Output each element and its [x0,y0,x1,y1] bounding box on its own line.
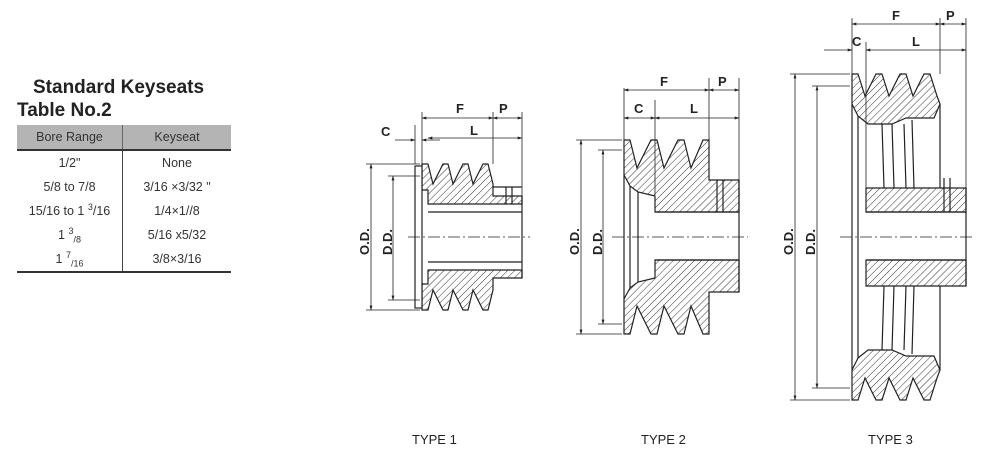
bore-cell: 1 3/8 [17,223,123,247]
type-2-label: TYPE 2 [641,432,686,447]
dim-f-label: F [660,74,668,89]
table-header-row: Bore Range Keyseat [17,125,231,151]
dim-c-label: C [634,101,644,116]
bore-cell: 1 7/16 [17,247,123,273]
type-2-dim-labels: F P C L O.D. D.D. [567,74,727,255]
pulley-type-3 [790,18,975,401]
type-1-label: TYPE 1 [412,432,457,447]
type-1-dim-labels: F P L C O.D. D.D. [357,101,508,255]
dim-c-label: C [852,34,862,49]
pulley-type-2 [576,78,748,335]
type-3-dim-labels: F P C L O.D. D.D. [781,8,955,255]
table-row: 1 3/8 5/16 x5/32 [17,223,231,247]
table-row: 1 7/16 3/8×3/16 [17,247,231,273]
dim-l-label: L [470,123,478,138]
keyseat-cell: None [162,156,192,170]
keyseat-table: Bore Range Keyseat 1/2" None 5/8 to 7/8 … [17,125,231,273]
dim-dd-label: D.D. [803,229,818,255]
dim-p-label: P [499,101,508,116]
dim-l-label: L [690,101,698,116]
dim-dd-label: D.D. [590,229,605,255]
table-row: 1/2" None [17,150,231,175]
dim-od-label: O.D. [781,228,796,255]
dim-od-label: O.D. [357,228,372,255]
dim-c-label: C [381,124,391,139]
header-bore-range: Bore Range [17,125,123,151]
table-row: 15/16 to 1 3/16 1/4×1//8 [17,199,231,223]
bore-cell: 15/16 to 1 3/16 [17,199,123,223]
dim-p-label: P [718,74,727,89]
dim-dd-label: D.D. [380,229,395,255]
header-keyseat: Keyseat [122,125,231,151]
pulley-type-1 [366,112,530,311]
type-3-label: TYPE 3 [868,432,913,447]
keyseat-cell: 5/16 x5/32 [147,228,207,242]
dim-od-label: O.D. [567,228,582,255]
dim-f-label: F [892,8,900,23]
bore-cell: 1/2" [17,150,123,175]
bore-cell: 5/8 to 7/8 [17,175,123,199]
table-row: 5/8 to 7/8 3/16 ×3/32 " [17,175,231,199]
dim-l-label: L [912,34,920,49]
dim-f-label: F [456,101,464,116]
keyseat-cell: 3/16 ×3/32 " [143,180,211,194]
keyseat-cell: 1/4×1//8 [154,204,200,218]
dim-p-label: P [946,8,955,23]
table-title: Standard Keyseats [33,77,205,98]
keyseat-cell: 3/8×3/16 [122,247,231,273]
table-subtitle: Table No.2 [17,100,112,121]
